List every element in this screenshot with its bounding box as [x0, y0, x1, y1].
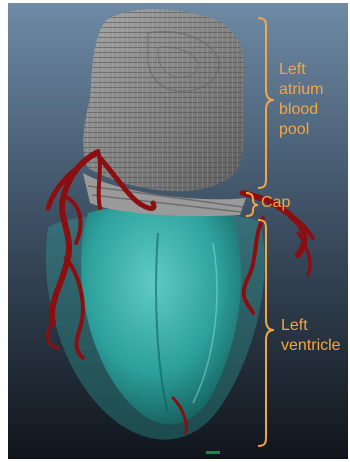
bracket-left-ventricle [258, 220, 274, 446]
label-left-atrium-blood-pool: Left atrium blood pool [279, 60, 339, 140]
bracket-cap [246, 193, 258, 216]
label-left-ventricle: Left ventricle [281, 316, 341, 356]
label-cap: Cap [261, 193, 290, 213]
bracket-left-atrium [258, 18, 274, 188]
